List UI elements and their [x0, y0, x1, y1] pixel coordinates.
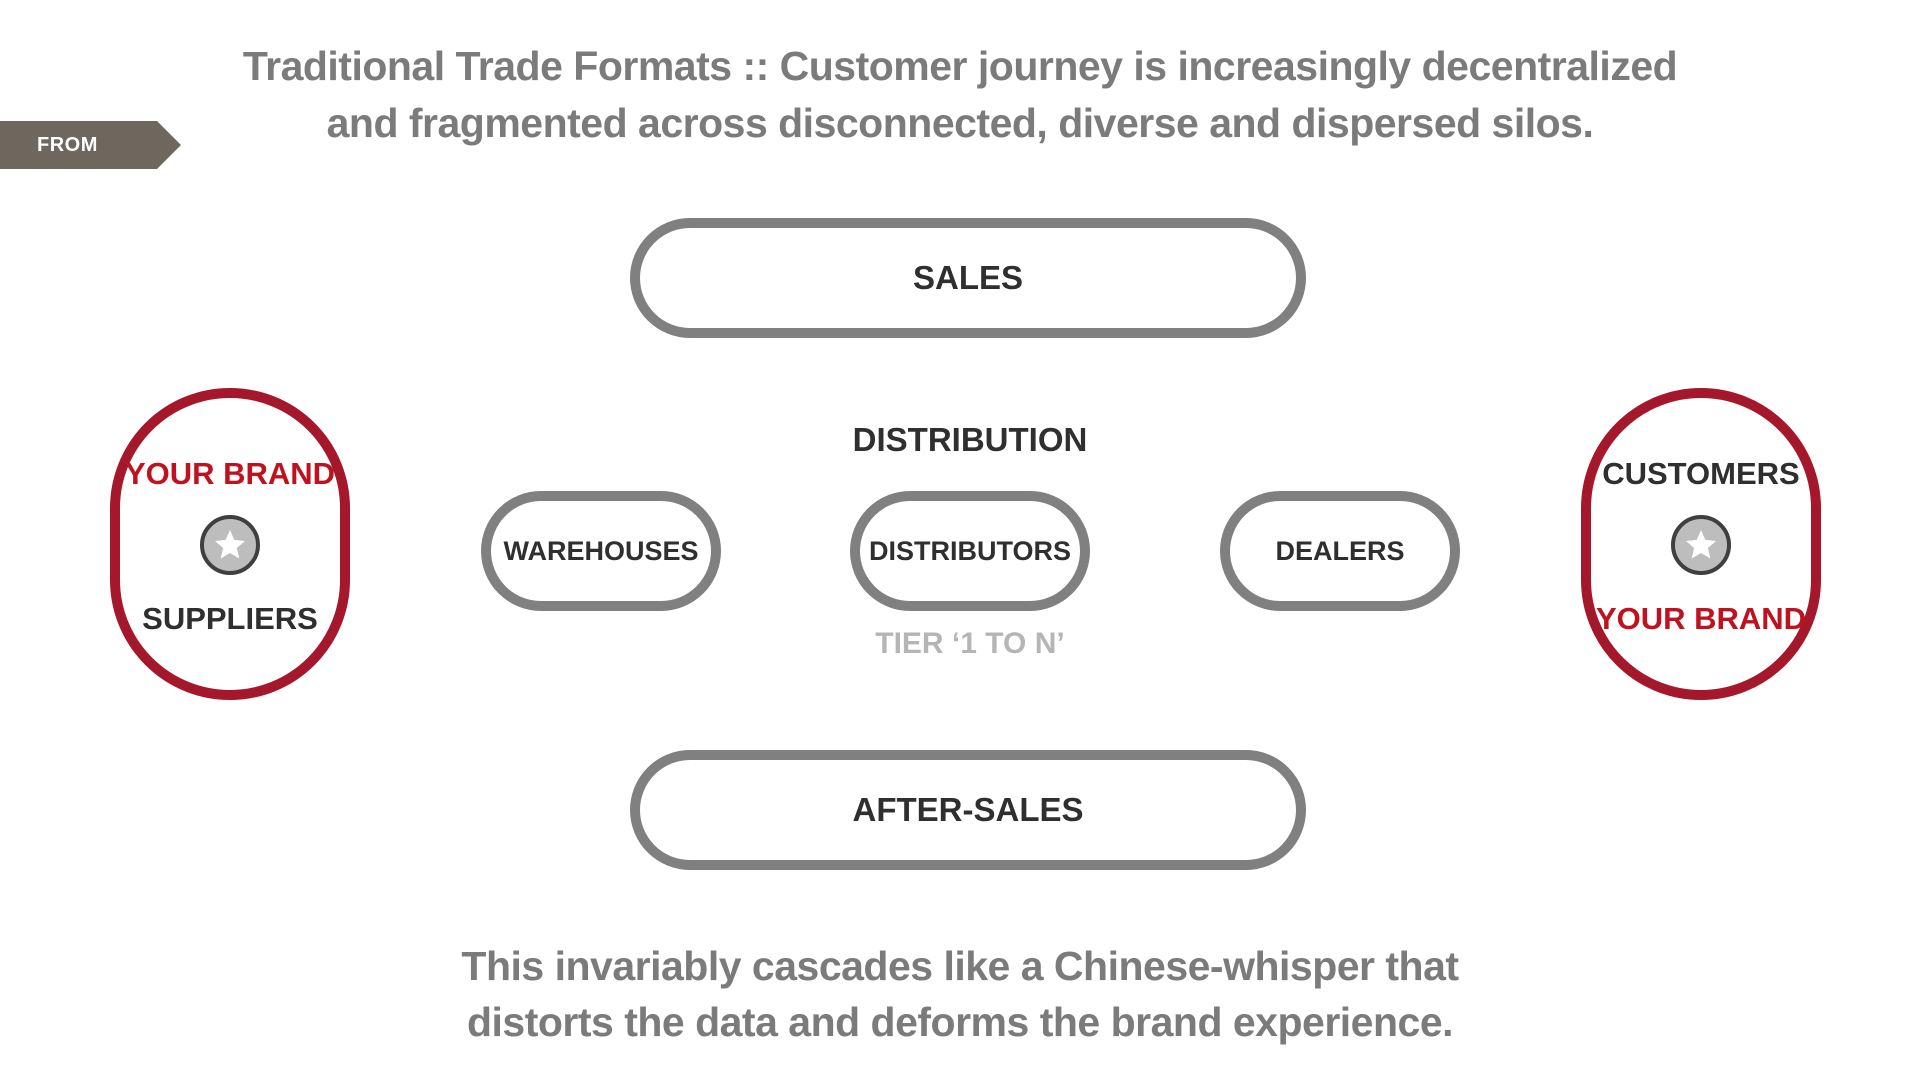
footer-line-2: distorts the data and deforms the brand … [466, 999, 1454, 1045]
footer-line-1: This invariably cascades like a Chinese-… [461, 943, 1459, 989]
warehouses-pill: WAREHOUSES [481, 491, 721, 611]
dealers-pill: DEALERS [1220, 491, 1460, 611]
sales-label: SALES [912, 259, 1024, 296]
star-icon [200, 515, 260, 575]
dealers-label: DEALERS [1275, 535, 1405, 566]
distributors-label: DISTRIBUTORS [868, 535, 1071, 566]
right-badge-brand-label: YOUR BRAND [1595, 601, 1807, 636]
star-glyph [1686, 530, 1716, 559]
warehouses-label: WAREHOUSES [503, 535, 699, 566]
headline-line-2: and fragmented across disconnected, dive… [326, 100, 1594, 146]
star-icon [1671, 515, 1731, 575]
after-sales-label: AFTER-SALES [852, 791, 1084, 828]
left-badge-suppliers-label: SUPPLIERS [142, 601, 318, 636]
distributors-pill: DISTRIBUTORS [850, 491, 1090, 611]
right-badge-customers-label: CUSTOMERS [1602, 456, 1800, 491]
sales-pill: SALES [630, 218, 1306, 338]
distribution-title: DISTRIBUTION [852, 421, 1088, 458]
footer-caption: This invariably cascades like a Chinese-… [360, 938, 1560, 1050]
star-glyph [215, 530, 245, 559]
headline: Traditional Trade Formats :: Customer jo… [210, 38, 1710, 152]
after-sales-pill: AFTER-SALES [630, 750, 1306, 870]
from-tag: FROM [0, 121, 181, 169]
customers-badge: CUSTOMERS YOUR BRAND [1581, 388, 1821, 700]
suppliers-badge: YOUR BRAND SUPPLIERS [110, 388, 350, 700]
tier-label: TIER ‘1 TO N’ [875, 627, 1065, 660]
left-badge-brand-label: YOUR BRAND [124, 456, 336, 491]
headline-line-1: Traditional Trade Formats :: Customer jo… [242, 43, 1678, 89]
